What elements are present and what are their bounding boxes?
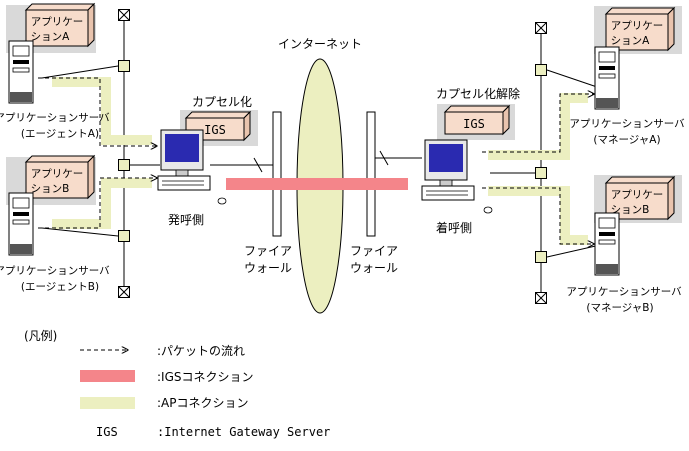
legend-packet-text: :パケットの流れ bbox=[157, 344, 245, 358]
igs-box-left-label: IGS bbox=[204, 123, 226, 137]
left-hub-a bbox=[118, 60, 130, 72]
caller-label: 発呼側 bbox=[168, 213, 204, 227]
right-bottom-terminator bbox=[535, 292, 547, 304]
app-box-right-a bbox=[605, 13, 669, 51]
server-icon-agent-a bbox=[8, 40, 34, 104]
callee-pc-group: カプセル化解除 IGS 着呼側 bbox=[421, 86, 520, 235]
app-box-left-b-line1: アプリケー bbox=[31, 168, 84, 180]
legend: (凡例) :パケットの流れ :IGSコネクション :APコネクション IGS :… bbox=[24, 329, 330, 439]
app-box-right-a-line2: ションA bbox=[611, 35, 650, 47]
server-manager-b-label-2: (マネージャB) bbox=[586, 302, 653, 314]
server-icon-agent-b bbox=[8, 192, 34, 256]
server-manager-a-label-1: アプリケーションサーバ bbox=[569, 118, 685, 130]
legend-igs-text: :IGSコネクション bbox=[157, 370, 254, 384]
app-box-left-b-line2: ションB bbox=[31, 183, 70, 195]
firewall-left-label-2: ウォール bbox=[244, 261, 292, 275]
right-top-terminator bbox=[535, 22, 547, 34]
server-agent-b-label-2: (エージェントB) bbox=[21, 281, 99, 293]
left-bottom-terminator bbox=[118, 286, 130, 298]
server-agent-a-label-2: (エージェントA) bbox=[21, 128, 99, 140]
right-network bbox=[490, 22, 601, 304]
legend-title: (凡例) bbox=[24, 329, 57, 343]
app-box-right-b-line2: ションB bbox=[611, 204, 650, 216]
ap-connections bbox=[52, 77, 588, 245]
callee-label: 着呼側 bbox=[436, 220, 472, 235]
left-network bbox=[41, 9, 160, 298]
app-server-manager-b: アプリケー ションB アプリケーションサーバ (マネージャB) bbox=[566, 175, 682, 314]
legend-igs-swatch bbox=[80, 370, 135, 382]
firewall-right-label-1: ファイア bbox=[350, 244, 398, 258]
firewall-right bbox=[366, 111, 376, 237]
left-hub-b bbox=[118, 230, 130, 242]
server-icon-manager-b bbox=[594, 212, 620, 276]
firewall-left-label-1: ファイア bbox=[244, 244, 292, 258]
left-top-terminator bbox=[118, 9, 130, 21]
app-server-manager-a: アプリケー ションA アプリケーションサーバ (マネージャA) bbox=[569, 6, 685, 146]
legend-igs-full: :Internet Gateway Server bbox=[157, 425, 330, 439]
caller-wan-line bbox=[210, 157, 273, 173]
packet-flow-arrows bbox=[38, 77, 594, 244]
server-manager-a-label-2: (マネージャA) bbox=[593, 134, 660, 146]
callee-pc-icon bbox=[421, 139, 475, 201]
right-hub-b bbox=[535, 251, 547, 263]
igs-box-right-label: IGS bbox=[463, 117, 485, 131]
caller-mouse-icon bbox=[217, 197, 227, 205]
callee-wan-line bbox=[375, 150, 422, 166]
right-hub-a bbox=[535, 64, 547, 76]
app-box-left-b bbox=[25, 161, 89, 199]
left-hub-mid bbox=[118, 159, 130, 171]
app-server-agent-a: アプリケー ションA アプリケーションサーバ (エージェントA) bbox=[0, 2, 110, 140]
app-box-left-a-line1: アプリケー bbox=[31, 16, 84, 28]
app-box-left-a bbox=[25, 9, 89, 47]
app-box-left-a-line2: ションA bbox=[31, 31, 70, 43]
firewall-left bbox=[272, 111, 282, 237]
server-agent-a-label-1: アプリケーションサーバ bbox=[0, 112, 110, 124]
caller-pc-group: カプセル化 IGS 発呼側 bbox=[157, 95, 258, 227]
igs-box-right bbox=[444, 111, 504, 135]
igs-connection-bar bbox=[226, 178, 408, 190]
server-agent-b-label-1: アプリケーションサーバ bbox=[0, 265, 110, 277]
server-icon-manager-a bbox=[594, 46, 620, 110]
decapsulate-label: カプセル化解除 bbox=[436, 86, 520, 101]
legend-ap-text: :APコネクション bbox=[157, 396, 249, 410]
legend-ap-swatch bbox=[80, 397, 135, 409]
app-server-agent-b: アプリケー ションB アプリケーションサーバ (エージェントB) bbox=[0, 154, 110, 293]
callee-mouse-icon bbox=[483, 206, 493, 214]
app-box-right-b-line1: アプリケー bbox=[611, 189, 664, 201]
firewall-right-label-2: ウォール bbox=[350, 261, 398, 275]
app-box-right-a-line1: アプリケー bbox=[611, 20, 664, 32]
legend-igs-abbr: IGS bbox=[96, 425, 118, 439]
right-hub-mid bbox=[535, 167, 547, 179]
server-manager-b-label-1: アプリケーションサーバ bbox=[566, 286, 682, 298]
internet-label: インターネット bbox=[278, 37, 362, 51]
caller-pc-icon bbox=[157, 129, 211, 191]
encapsulate-label: カプセル化 bbox=[192, 95, 252, 109]
